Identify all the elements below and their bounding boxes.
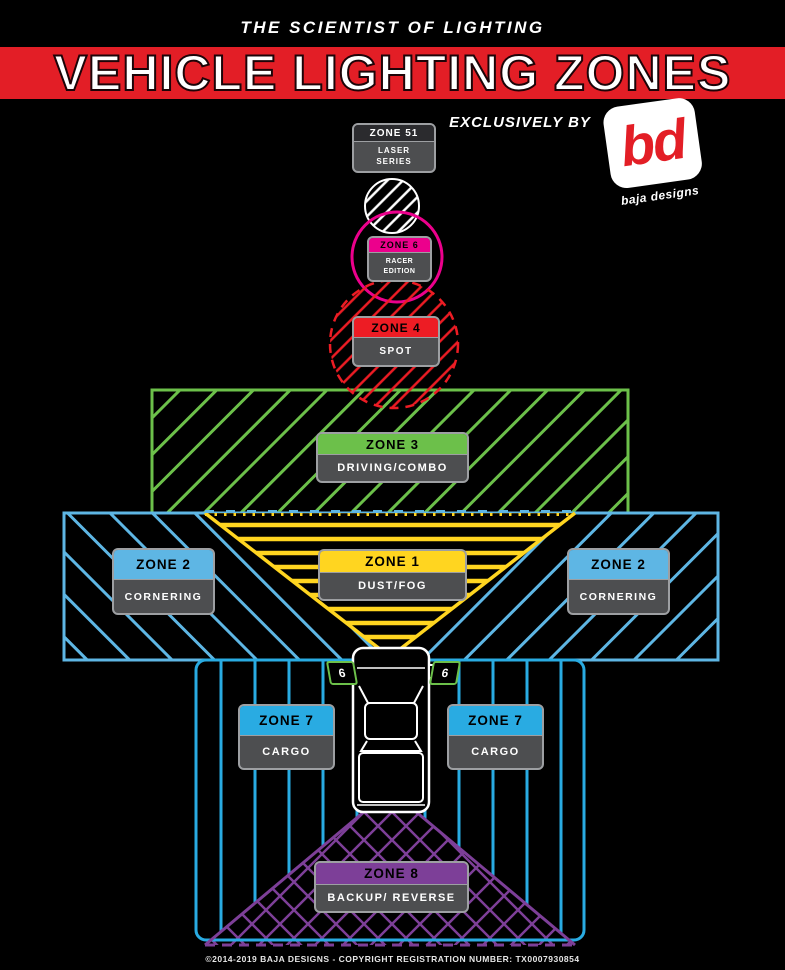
zone6-label: ZONE 6 RACER EDITION — [367, 236, 432, 282]
zone2-left-label: ZONE 2 CORNERING — [112, 548, 215, 615]
zone7-right-name: ZONE 7 — [449, 706, 542, 736]
exclusively-by-label: EXCLUSIVELY BY — [449, 114, 591, 131]
zone51-subtitle: LASER SERIES — [354, 142, 434, 171]
zone1-label: ZONE 1 DUST/FOG — [318, 549, 467, 601]
page-title: VEHICLE LIGHTING ZONES — [53, 44, 732, 102]
zone1-subtitle: DUST/FOG — [358, 580, 427, 592]
zone7-left-subtitle: CARGO — [262, 746, 311, 758]
title-banner: VEHICLE LIGHTING ZONES — [0, 44, 785, 102]
zone2-right-label: ZONE 2 CORNERING — [567, 548, 670, 615]
zone2-right-subtitle: CORNERING — [579, 590, 658, 603]
zone8-name: ZONE 8 — [316, 863, 467, 885]
zone7-left-name: ZONE 7 — [240, 706, 333, 736]
zone3-name: ZONE 3 — [318, 434, 467, 455]
zone51-label: ZONE 51 LASER SERIES — [352, 123, 436, 173]
zone1-name: ZONE 1 — [320, 551, 465, 573]
zone8-label: ZONE 8 BACKUP/ REVERSE — [314, 861, 469, 913]
zone51-name: ZONE 51 — [354, 125, 434, 142]
zone2-right-name: ZONE 2 — [569, 550, 668, 580]
header-tagline: THE SCIENTIST OF LIGHTING — [240, 18, 545, 37]
zone6-subtitle-line1: RACER — [385, 258, 414, 266]
zone7-right-label: ZONE 7 CARGO — [447, 704, 544, 770]
bd-monogram: bd — [616, 106, 689, 179]
zone7-right-subtitle: CARGO — [471, 746, 520, 758]
zone6-name: ZONE 6 — [369, 238, 430, 253]
zone2-left-subtitle: CORNERING — [124, 590, 203, 603]
zone51-subtitle-line1: LASER — [377, 146, 411, 156]
zone6-marker-right: 6 — [428, 661, 462, 685]
zone6-subtitle-line2: EDITION — [383, 267, 416, 275]
zone4-label: ZONE 4 SPOT — [352, 316, 440, 367]
copyright-text: ©2014-2019 BAJA DESIGNS - COPYRIGHT REGI… — [205, 954, 580, 964]
zone8-subtitle: BACKUP/ REVERSE — [327, 892, 456, 904]
zone4-subtitle: SPOT — [379, 346, 413, 357]
zone7-left-label: ZONE 7 CARGO — [238, 704, 335, 770]
baja-designs-logo: bd baja designs — [595, 95, 712, 209]
zone4-name: ZONE 4 — [354, 318, 438, 338]
zone2-left-name: ZONE 2 — [114, 550, 213, 580]
zone51-subtitle-line2: SERIES — [376, 156, 412, 166]
zone51-laser-circle — [364, 178, 420, 234]
bd-logo-box: bd — [601, 96, 704, 191]
zone6-marker-left: 6 — [325, 661, 359, 685]
zone8-border — [204, 788, 576, 947]
zone3-label: ZONE 3 DRIVING/COMBO — [316, 432, 469, 483]
truck-top-view — [339, 646, 443, 814]
zone3-subtitle: DRIVING/COMBO — [337, 462, 448, 474]
zone6-subtitle: RACER EDITION — [369, 253, 430, 280]
